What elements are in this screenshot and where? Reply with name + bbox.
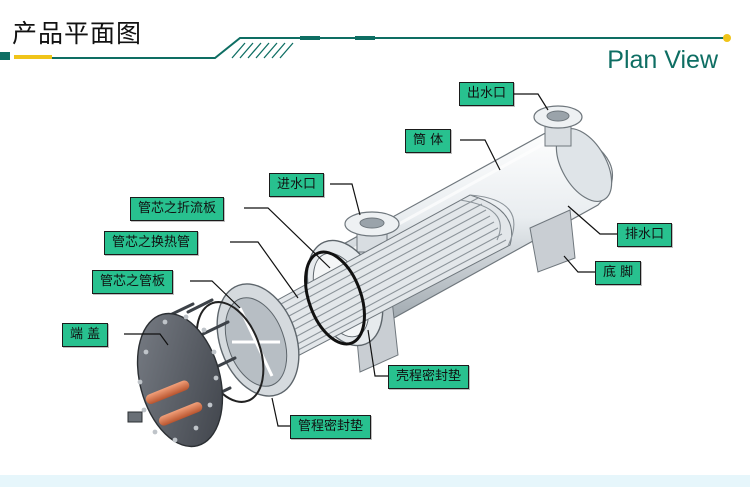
label-tube-sheet: 管芯之管板 xyxy=(92,270,174,294)
label-inlet: 进水口 xyxy=(269,173,325,197)
end-cap xyxy=(127,312,224,448)
label-base: 底 脚 xyxy=(595,261,642,285)
shell-gasket xyxy=(304,250,366,346)
bottom-band xyxy=(0,475,750,487)
label-shell-gasket: 壳程密封垫 xyxy=(388,365,470,389)
label-drain: 排水口 xyxy=(617,223,673,247)
page-subtitle: Plan View xyxy=(607,46,718,74)
inlet-nozzle xyxy=(344,211,400,253)
header-decoration xyxy=(0,34,731,60)
label-heat-tubes: 管芯之换热管 xyxy=(104,231,199,255)
label-end-cap: 端 盖 xyxy=(62,323,109,347)
label-baffle: 管芯之折流板 xyxy=(130,197,225,221)
page-title: 产品平面图 xyxy=(12,19,143,48)
label-tube-gasket: 管程密封垫 xyxy=(290,415,372,439)
outlet-nozzle xyxy=(533,105,583,147)
label-outlet: 出水口 xyxy=(459,82,515,106)
label-shell-body: 筒 体 xyxy=(405,129,452,153)
